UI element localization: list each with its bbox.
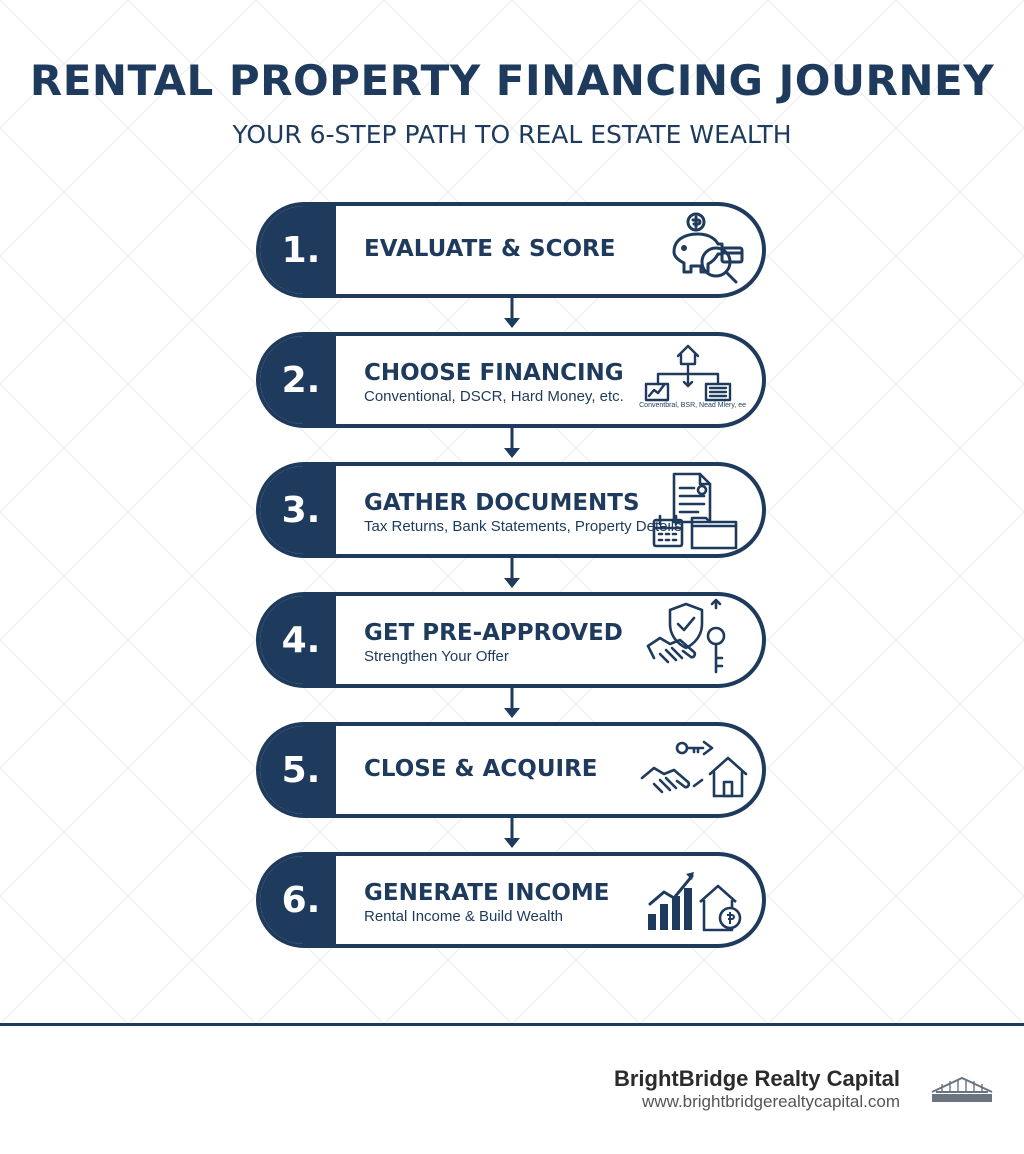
- brand-name: BrightBridge Realty Capital: [613, 1066, 900, 1091]
- step-6-title: GENERATE INCOME: [364, 880, 610, 906]
- documents-folder-icon: [652, 472, 738, 550]
- step-2-number: 2.: [260, 336, 336, 424]
- step-4-number: 4.: [260, 596, 336, 684]
- step-2-icon-caption: Conventbral, BSR, Nead Mlery, ee: [639, 402, 746, 409]
- step-2-card: 2. CHOOSE FINANCING Conventional, DSCR, …: [256, 332, 766, 428]
- step-6-number: 6.: [260, 856, 336, 944]
- step-6-description: Rental Income & Build Wealth: [364, 908, 563, 925]
- step-4-description: Strengthen Your Offer: [364, 648, 509, 665]
- arrow-down-icon: [504, 818, 520, 848]
- arrow-down-icon: [504, 688, 520, 718]
- handshake-shield-key-icon: [646, 598, 726, 674]
- brand-url: www.brightbridgerealtycapital.com: [642, 1092, 900, 1111]
- footer-divider: [0, 1023, 1024, 1026]
- step-1-number: 1.: [260, 206, 336, 294]
- step-1-card: 1. EVALUATE & SCORE: [256, 202, 766, 298]
- piggy-bank-magnifier-icon: [672, 212, 744, 284]
- step-4-title: GET PRE-APPROVED: [364, 620, 623, 646]
- arrow-down-icon: [504, 298, 520, 328]
- step-1-title: EVALUATE & SCORE: [364, 236, 616, 262]
- step-3-title: GATHER DOCUMENTS: [364, 490, 640, 516]
- step-3-card: 3. GATHER DOCUMENTS Tax Returns, Bank St…: [256, 462, 766, 558]
- page-title: RENTAL PROPERTY FINANCING JOURNEY: [29, 56, 995, 105]
- step-5-card: 5. CLOSE & ACQUIRE: [256, 722, 766, 818]
- arrow-down-icon: [504, 558, 520, 588]
- step-3-description: Tax Returns, Bank Statements, Property D…: [364, 518, 682, 535]
- step-2-description: Conventional, DSCR, Hard Money, etc.: [364, 388, 624, 405]
- growth-chart-house-icon: [648, 872, 742, 932]
- page-subtitle: YOUR 6-STEP PATH TO REAL ESTATE WEALTH: [232, 120, 792, 149]
- brand-logo: [931, 1076, 993, 1102]
- step-2-title: CHOOSE FINANCING: [364, 360, 624, 386]
- step-5-number: 5.: [260, 726, 336, 814]
- step-4-card: 4. GET PRE-APPROVED Strengthen Your Offe…: [256, 592, 766, 688]
- step-3-number: 3.: [260, 466, 336, 554]
- handshake-house-key-icon: [640, 740, 748, 798]
- step-6-card: 6. GENERATE INCOME Rental Income & Build…: [256, 852, 766, 948]
- arrow-down-icon: [504, 428, 520, 458]
- step-5-title: CLOSE & ACQUIRE: [364, 756, 598, 782]
- financing-options-icon: [644, 344, 732, 402]
